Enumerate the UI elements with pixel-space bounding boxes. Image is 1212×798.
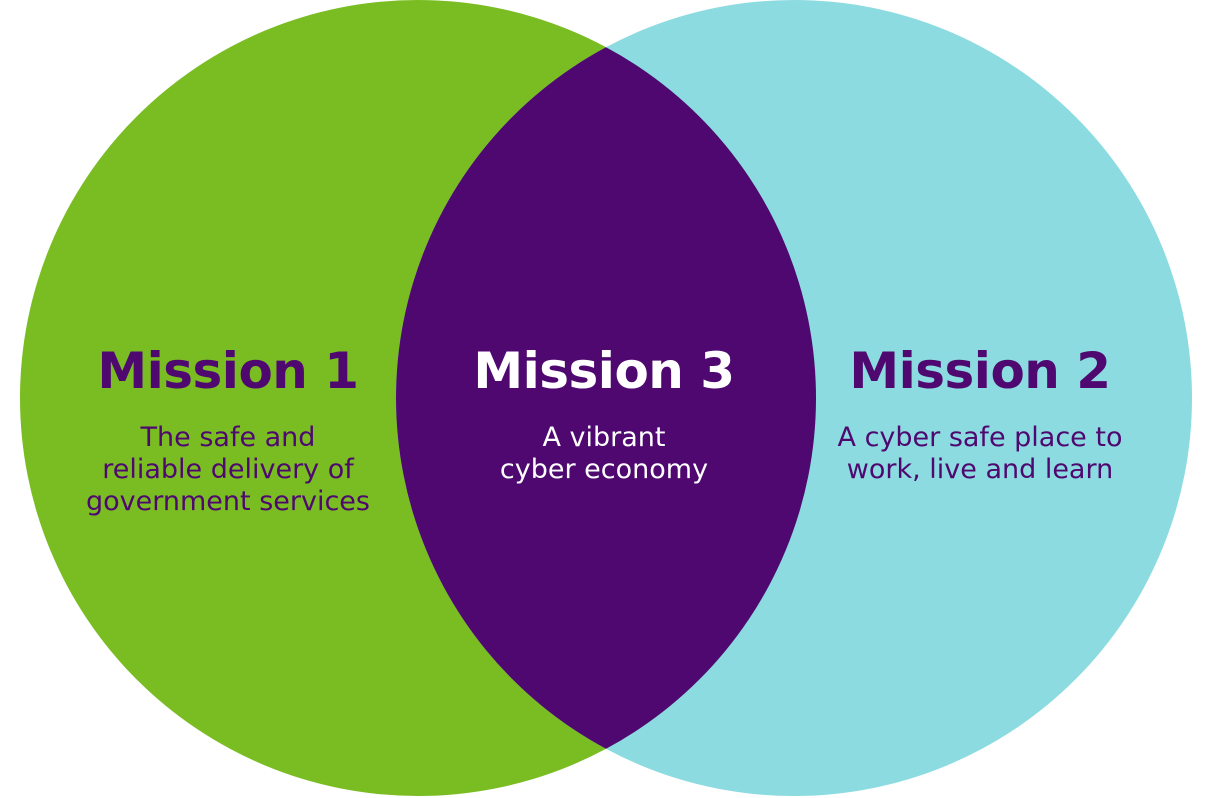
mission-1-title: Mission 1 bbox=[97, 342, 358, 400]
mission-3-title: Mission 3 bbox=[473, 342, 734, 400]
overlap-mission-3 bbox=[396, 0, 816, 796]
mission-3-desc-line-1: A vibrant bbox=[542, 422, 665, 453]
mission-1-desc-line-2: reliable delivery of bbox=[102, 454, 355, 485]
mission-1-desc-line-1: The safe and bbox=[140, 422, 316, 453]
mission-2-title: Mission 2 bbox=[849, 342, 1110, 400]
mission-2-desc-line-2: work, live and learn bbox=[847, 454, 1113, 485]
mission-3-desc-line-2: cyber economy bbox=[500, 454, 708, 485]
mission-1-desc-line-3: government services bbox=[86, 486, 370, 517]
mission-2-desc-line-1: A cyber safe place to bbox=[838, 422, 1123, 453]
